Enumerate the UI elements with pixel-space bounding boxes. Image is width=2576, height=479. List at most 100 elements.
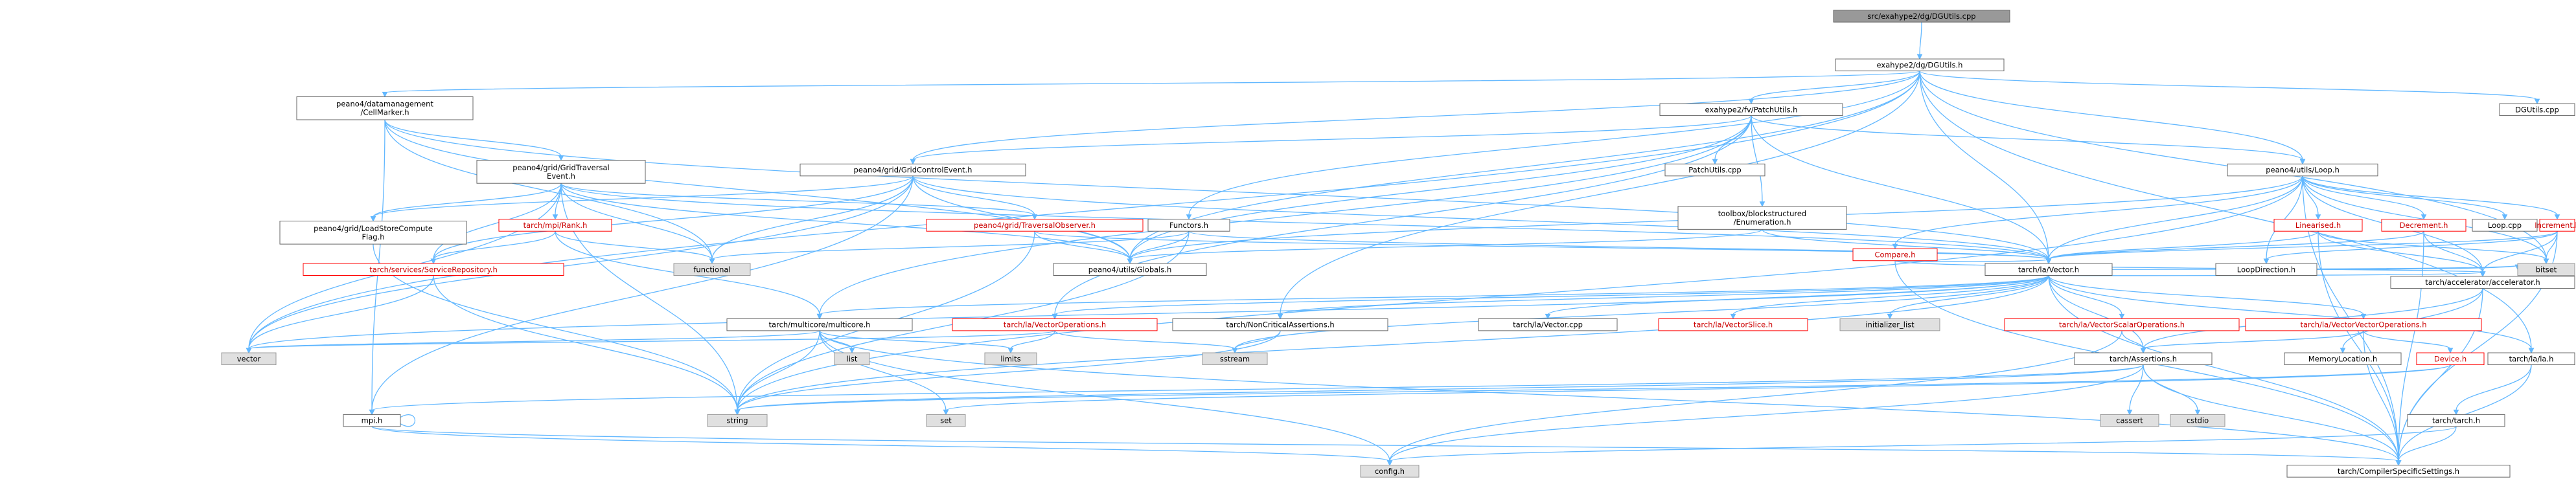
arrowhead-vector_h-to-multicore [816, 313, 823, 320]
arrowhead-vecops-to-vector [246, 348, 252, 354]
edge-device-to-string [737, 364, 2451, 411]
node-label: /Enumeration.h [1734, 217, 1791, 227]
arrowhead-accel-to-memloc [2340, 348, 2346, 354]
arrowhead-dgutils_h-to-dgutils_cpp [2534, 98, 2540, 105]
node-label: tarch/tarch.h [2432, 416, 2480, 425]
edge-tarch_h-to-compiler [2398, 426, 2457, 462]
node-label: set [940, 416, 952, 425]
node-bitset: bitset [2517, 263, 2575, 276]
edges-layer [246, 22, 2560, 466]
edge-vecops-to-sstream [1054, 330, 1236, 350]
node-list: list [834, 352, 870, 366]
edge-gridtraversal-to-loadstore [373, 183, 562, 217]
node-set: set [926, 414, 966, 427]
node-la_h[interactable]: tarch/la/la.h [2487, 352, 2575, 366]
edge-la_h-to-tarch_h [2455, 364, 2532, 411]
node-memloc[interactable]: MemoryLocation.h [2284, 352, 2402, 366]
node-mpi[interactable]: mpi.h [343, 414, 401, 427]
edge-functors-to-vector_h [1188, 230, 2049, 260]
arrowhead-vector_h-to-vecscalar [2119, 313, 2125, 320]
node-blockenum[interactable]: toolbox/blockstructured/Enumeration.h [1677, 206, 1847, 230]
node-label: toolbox/blockstructured [1718, 209, 1806, 218]
node-box [1664, 163, 1765, 177]
arrowhead-increment-to-bitset [2543, 258, 2549, 265]
node-loopdir[interactable]: LoopDirection.h [2215, 263, 2317, 276]
node-vector_cpp[interactable]: tarch/la/Vector.cpp [1478, 318, 1618, 331]
node-vecslice[interactable]: tarch/la/VectorSlice.h [1658, 318, 1808, 331]
node-string: string [707, 414, 768, 427]
node-compiler[interactable]: tarch/CompilerSpecificSettings.h [2286, 465, 2511, 478]
node-label: tarch/la/VectorVectorOperations.h [2300, 320, 2426, 329]
edge-compare-to-accel [1894, 260, 2483, 273]
edge-dgutils_h-to-patchutils [1751, 71, 1920, 100]
node-box [221, 352, 277, 366]
edge-assertions-to-mpi [371, 364, 2144, 411]
node-box [2472, 219, 2538, 232]
node-globals[interactable]: peano4/utils/Globals.h [1053, 263, 1207, 276]
edge-loop_h-to-loop_cpp [2302, 175, 2505, 216]
edge-dgutils_h-to-dgutils_cpp [1919, 71, 2538, 100]
node-loop_h[interactable]: peano4/utils/Loop.h [2227, 163, 2378, 177]
node-compare[interactable]: Compare.h [1852, 248, 1938, 262]
arrowhead-loop_h-to-increment [2554, 214, 2560, 220]
node-patchutils_cpp[interactable]: PatchUtils.cpp [1664, 163, 1765, 177]
node-dgutils_cpp[interactable]: DGUtils.cpp [2499, 103, 2575, 117]
node-box [2487, 352, 2575, 366]
node-box [2539, 219, 2575, 232]
node-config: config.h [1360, 465, 1420, 478]
arrowhead-loop_h-to-compare [1892, 243, 1898, 250]
node-accel[interactable]: tarch/accelerator/accelerator.h [2390, 276, 2575, 289]
node-loop_cpp[interactable]: Loop.cpp [2472, 219, 2538, 232]
arrowhead-functors-to-functional [709, 258, 715, 265]
edge-dgutils_h-to-loop_h [1919, 71, 2303, 161]
node-box [2390, 276, 2575, 289]
edge-vector_h-to-vecvec [2048, 275, 2364, 315]
node-decrement[interactable]: Decrement.h [2381, 219, 2467, 232]
node-functors[interactable]: Functors.h [1147, 219, 1230, 232]
node-label: cstdio [2187, 416, 2209, 425]
node-patchutils[interactable]: exahype2/fv/PatchUtils.h [1659, 103, 1843, 117]
node-vecscalar[interactable]: tarch/la/VectorScalarOperations.h [2004, 318, 2240, 331]
arrowhead-vector_h-to-accel [2479, 271, 2486, 278]
node-label: limits [1000, 354, 1020, 363]
node-assertions[interactable]: tarch/Assertions.h [2074, 352, 2213, 366]
node-label: /CellMarker.h [360, 108, 409, 117]
nodes-layer: src/exahype2/dg/DGUtils.cpp exahype2/dg/D… [221, 10, 2576, 478]
edge-vector_h-to-multicore [819, 274, 2049, 315]
node-label: peano4/utils/Loop.h [2266, 166, 2340, 175]
edge-dgutils_h-to-functors [1188, 71, 1920, 216]
node-box [2286, 465, 2511, 478]
node-tarch_h[interactable]: tarch/tarch.h [2407, 414, 2505, 427]
node-label: peano4/grid/GridControlEvent.h [854, 166, 972, 175]
node-label: Decrement.h [2400, 221, 2448, 230]
node-label: Loop.cpp [2488, 221, 2522, 230]
node-multicore[interactable]: tarch/multicore/multicore.h [726, 318, 913, 331]
edge-tarch_h-to-config [1389, 426, 2457, 462]
node-vecvec[interactable]: tarch/la/VectorVectorOperations.h [2245, 318, 2482, 331]
node-box [834, 352, 870, 366]
node-vecops[interactable]: tarch/la/VectorOperations.h [952, 318, 1158, 331]
node-linearised[interactable]: Linearised.h [2273, 219, 2363, 232]
node-cellmarker[interactable]: peano4/datamanagement/CellMarker.h [296, 96, 474, 120]
edge-vector_h-to-initlist [1889, 275, 2049, 315]
edge-dgutils_h-to-globals [1129, 71, 1920, 260]
node-vector_h[interactable]: tarch/la/Vector.h [1984, 263, 2113, 276]
node-functional: functional [673, 263, 751, 276]
arrowhead-vector_h-to-vector_cpp [1545, 313, 1551, 320]
node-device[interactable]: Device.h [2416, 352, 2485, 366]
node-increment[interactable]: Increment.h [2535, 219, 2576, 232]
node-noncrit[interactable]: tarch/NonCriticalAssertions.h [1172, 318, 1388, 331]
node-servicerepo[interactable]: tarch/services/ServiceRepository.h [303, 263, 564, 276]
node-gridcontrol[interactable]: peano4/grid/GridControlEvent.h [799, 163, 1026, 177]
edge-gridtraversal-to-servicerepo [433, 183, 562, 260]
edge-multicore-to-set [819, 330, 947, 411]
node-dgutils_h[interactable]: exahype2/dg/DGUtils.h [1835, 58, 2005, 72]
arrowhead-gridcontrol-to-loadstore [370, 216, 376, 222]
arrowhead-device-to-string [734, 409, 741, 416]
node-root: src/exahype2/dg/DGUtils.cpp [1833, 10, 2010, 23]
node-traversalobs[interactable]: peano4/grid/TraversalObserver.h [926, 219, 1144, 232]
node-rank[interactable]: tarch/mpi/Rank.h [498, 219, 612, 232]
edge-loop_h-to-increment [2302, 175, 2558, 216]
